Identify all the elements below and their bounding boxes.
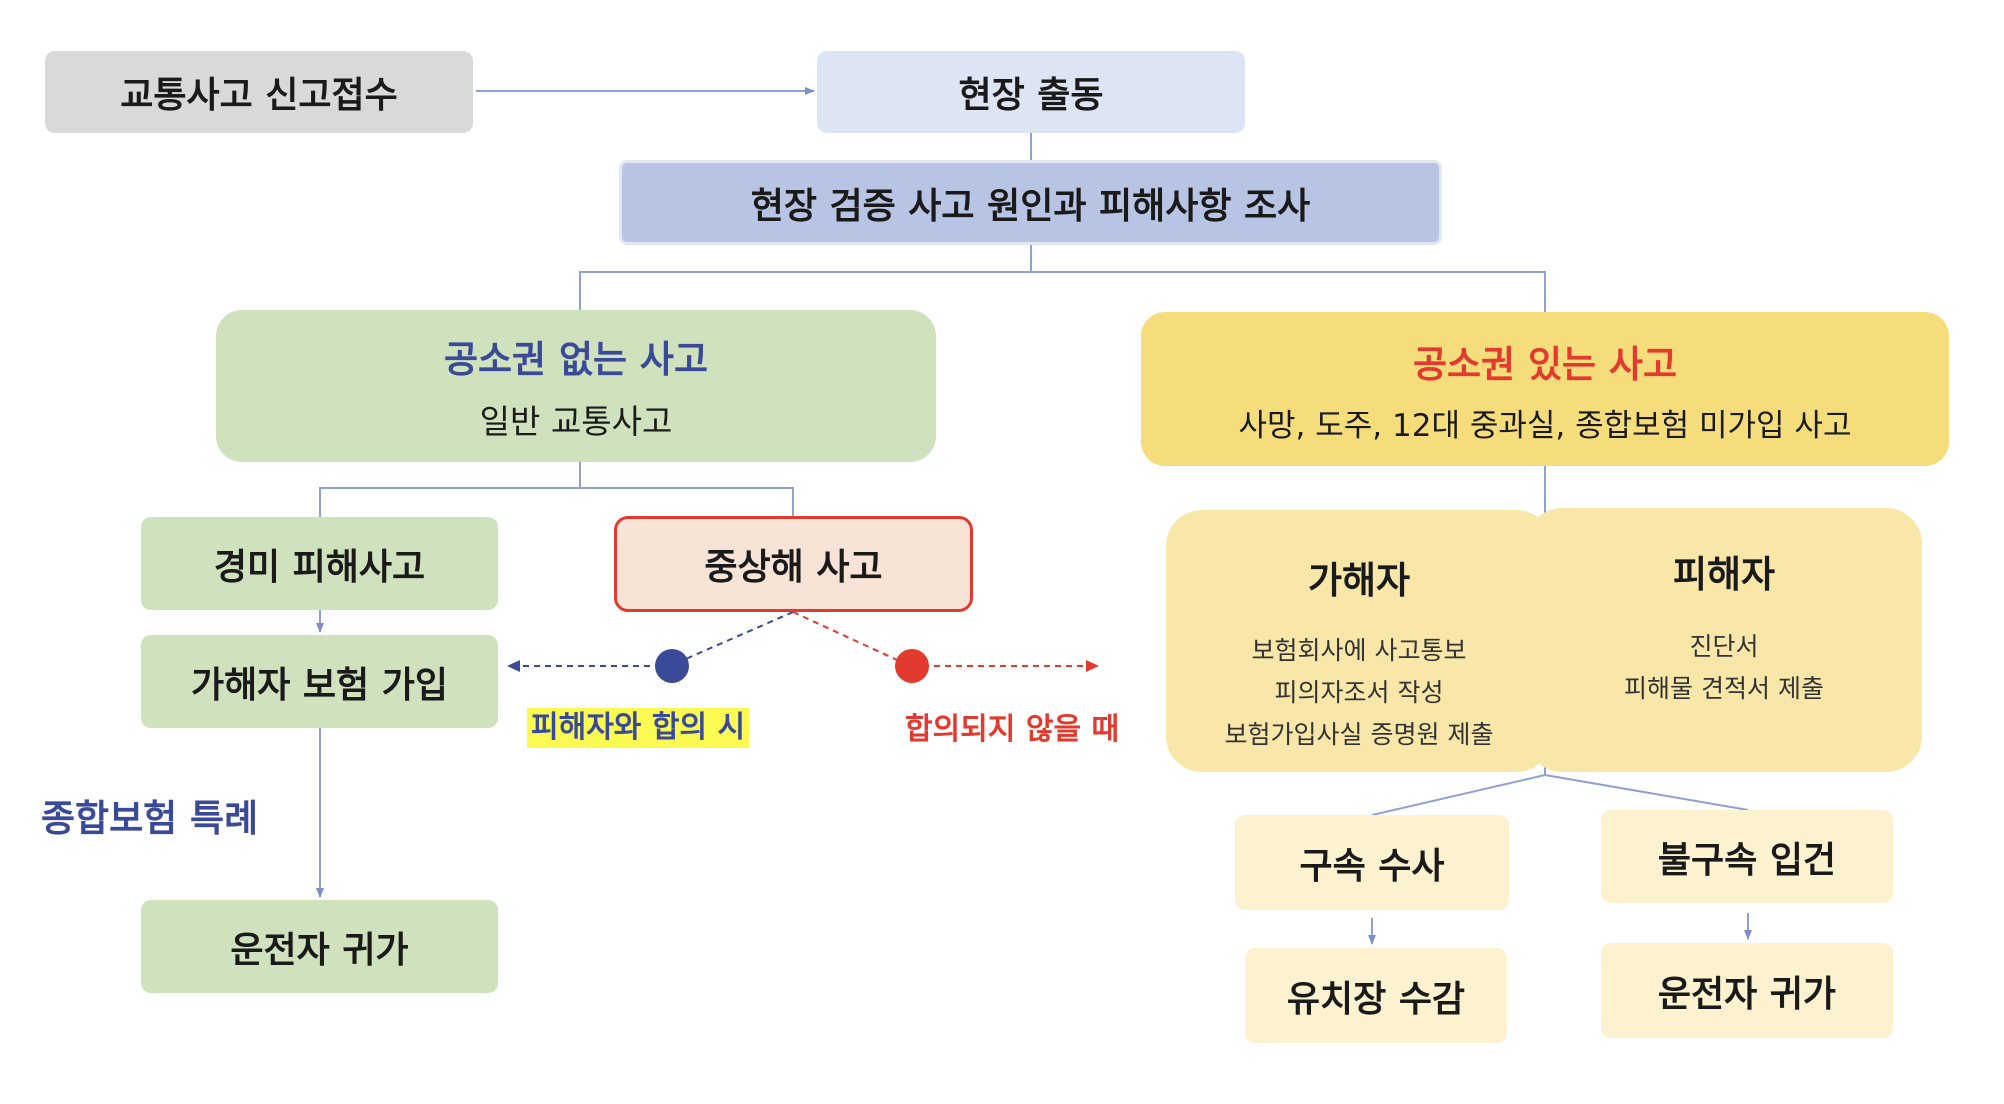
line-to-nonarrest <box>1544 774 1749 811</box>
agreement-dot <box>655 649 689 683</box>
victim-item: 진단서 <box>1689 632 1759 661</box>
victim-item: 피해물 견적서 제출 <box>1624 674 1824 703</box>
no-prosecution-subtitle: 일반 교통사고 <box>479 402 673 441</box>
insured-node: 가해자 보험 가입 <box>141 635 498 728</box>
no-prosecution-title: 공소권 없는 사고 <box>443 338 709 381</box>
line-minor-serious-split <box>319 487 794 517</box>
dash-serious-agree <box>671 611 794 666</box>
serious-label: 중상해 사고 <box>704 547 883 588</box>
prosecution-node: 공소권 있는 사고 사망, 도주, 12대 중과실, 종합보험 미가입 사고 <box>1141 312 1949 466</box>
dispatch-label: 현장 출동 <box>958 75 1104 116</box>
line-to-arrest <box>1371 774 1546 816</box>
arrest-label: 구속 수사 <box>1299 845 1445 887</box>
investigate-label: 현장 검증 사고 원인과 피해사항 조사 <box>750 185 1311 227</box>
detention-node: 유치장 수감 <box>1245 948 1507 1043</box>
victim-title: 피해자 <box>1672 553 1776 596</box>
driver-home-right-node: 운전자 귀가 <box>1601 943 1893 1038</box>
agreement-label: 피해자와 합의 시 <box>527 708 750 748</box>
non-arrest-label: 불구속 입건 <box>1657 839 1837 881</box>
non-arrest-node: 불구속 입건 <box>1601 810 1893 903</box>
offender-item: 보험가입사실 증명원 제출 <box>1224 720 1494 749</box>
serious-node: 중상해 사고 <box>614 516 973 612</box>
minor-label: 경미 피해사고 <box>213 546 426 588</box>
offender-node: 가해자 보험회사에 사고통보 피의자조서 작성 보험가입사실 증명원 제출 <box>1166 510 1552 772</box>
driver-home-left-node: 운전자 귀가 <box>141 900 498 993</box>
prosecution-title: 공소권 있는 사고 <box>1412 342 1678 386</box>
insured-label: 가해자 보험 가입 <box>191 664 448 706</box>
driver-home-right-label: 운전자 귀가 <box>1657 973 1837 1015</box>
dispatch-node: 현장 출동 <box>817 51 1245 133</box>
no-prosecution-node: 공소권 없는 사고 일반 교통사고 <box>216 310 936 462</box>
minor-node: 경미 피해사고 <box>141 517 498 610</box>
arrest-node: 구속 수사 <box>1235 815 1509 910</box>
report-label: 교통사고 신고접수 <box>120 75 398 116</box>
line-branch-split <box>579 271 1546 312</box>
offender-item: 피의자조서 작성 <box>1274 678 1444 707</box>
prosecution-subtitle: 사망, 도주, 12대 중과실, 종합보험 미가입 사고 <box>1238 407 1852 444</box>
no-agreement-dot <box>895 649 929 683</box>
driver-home-left-label: 운전자 귀가 <box>230 929 409 971</box>
report-node: 교통사고 신고접수 <box>45 51 473 133</box>
investigate-node: 현장 검증 사고 원인과 피해사항 조사 <box>619 160 1442 245</box>
offender-item: 보험회사에 사고통보 <box>1251 636 1467 665</box>
no-agreement-label: 합의되지 않을 때 <box>905 712 1120 747</box>
dash-serious-noagree <box>792 611 909 666</box>
offender-title: 가해자 <box>1307 559 1411 602</box>
victim-node: 피해자 진단서 피해물 견적서 제출 <box>1526 508 1922 772</box>
special-insurance-label: 종합보험 특례 <box>41 797 259 840</box>
detention-label: 유치장 수감 <box>1286 978 1466 1020</box>
